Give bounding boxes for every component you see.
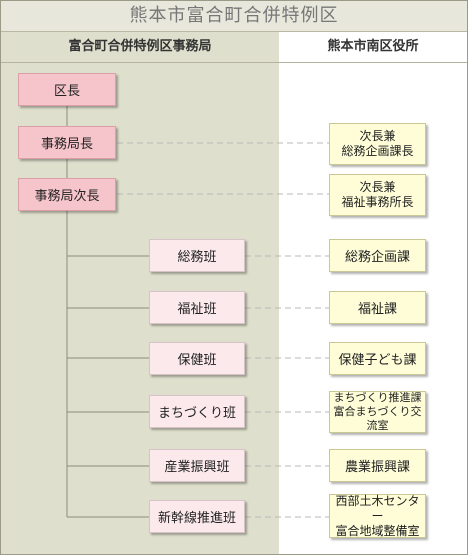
- node-hoken: 保健班: [149, 342, 245, 375]
- right-node-1-line-2: 総務企画課長: [341, 144, 414, 158]
- right-node-1: 次長兼 総務企画課長: [329, 123, 426, 165]
- node-shinkansen: 新幹線推進班: [149, 500, 245, 533]
- node-machizukuri: まちづくり班: [149, 395, 245, 428]
- right-node-2-line-1: 次長兼: [359, 180, 396, 194]
- node-jimukyokujicho: 事務局次長: [18, 178, 116, 211]
- left-column-header: 富合町合併特例区事務局: [68, 39, 212, 54]
- right-node-2: 次長兼 福祉事務所長: [329, 174, 426, 216]
- right-node-6-line-1: まちづくり推進課: [333, 391, 422, 404]
- right-node-8-line-1: 西部土木センター: [335, 493, 420, 523]
- right-node-2-line-2: 福祉事務所長: [341, 195, 414, 209]
- node-kucho: 区長: [18, 73, 116, 106]
- right-node-8: 西部土木センター 富合地域整備室: [329, 494, 426, 538]
- right-node-1-line-1: 次長兼: [359, 129, 396, 143]
- node-fukushi: 福祉班: [149, 291, 245, 324]
- chart-title: 熊本市富合町合併特例区: [1, 1, 467, 32]
- right-node-6-line-2: 富合まちづくり交流室: [333, 405, 422, 432]
- node-somu: 総務班: [149, 239, 245, 272]
- right-node-3: 総務企画課: [329, 239, 426, 272]
- right-node-7: 農業振興課: [329, 449, 426, 482]
- node-jimukyokucho: 事務局長: [18, 126, 116, 159]
- header-divider: [1, 62, 467, 63]
- right-column-header: 熊本市南区役所: [327, 39, 419, 54]
- right-node-4: 福祉課: [329, 291, 426, 324]
- node-sangyo: 産業振興班: [149, 449, 245, 482]
- right-node-6: まちづくり推進課 富合まちづくり交流室: [329, 391, 426, 433]
- right-node-8-line-2: 富合地域整備室: [335, 523, 420, 538]
- right-node-5: 保健子ども課: [329, 342, 426, 375]
